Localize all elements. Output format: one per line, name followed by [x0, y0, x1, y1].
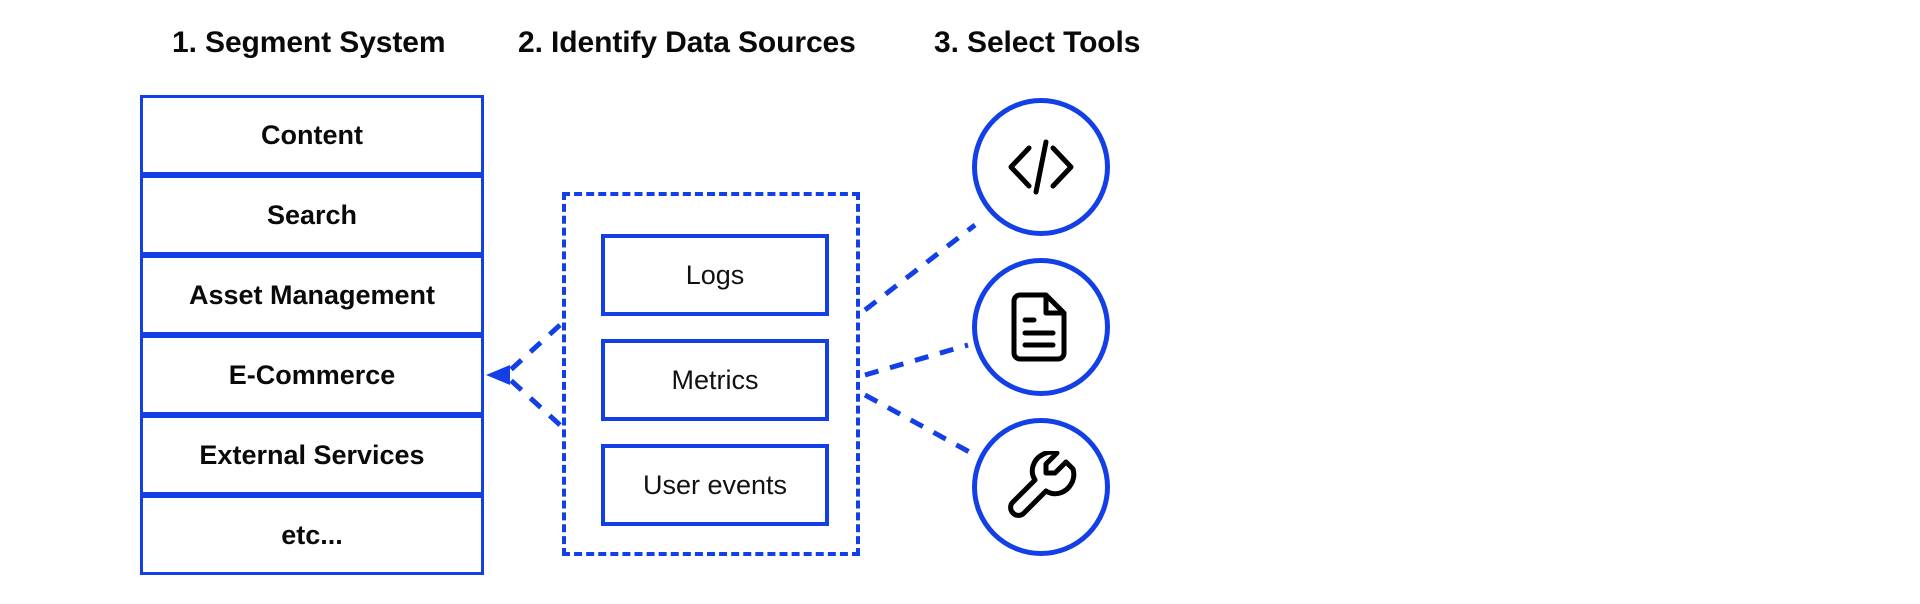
connector-sources-to-wrench — [863, 392, 977, 458]
column-heading-select-tools: 3. Select Tools — [934, 26, 1141, 59]
segment-item-label: Search — [266, 199, 358, 230]
segment-item-etc: etc... — [140, 495, 484, 575]
data-source-label: Metrics — [671, 364, 759, 395]
segment-item-external-services: External Services — [140, 415, 484, 495]
segment-item-search: Search — [140, 175, 484, 255]
tool-circle-code — [972, 98, 1110, 236]
segment-item-content: Content — [140, 95, 484, 175]
data-source-user-events: User events — [601, 444, 829, 526]
segment-item-label: Content — [261, 119, 363, 150]
wrench-icon — [1005, 451, 1077, 523]
tool-circle-document — [972, 258, 1110, 396]
segment-item-label: External Services — [199, 439, 425, 470]
data-source-metrics: Metrics — [601, 339, 829, 421]
tool-circle-wrench — [972, 418, 1110, 556]
segment-item-label: Asset Management — [188, 279, 436, 310]
data-sources-list: Logs Metrics User events — [601, 234, 829, 526]
data-source-label: Logs — [685, 259, 745, 290]
document-icon — [1010, 291, 1072, 363]
code-icon — [1005, 136, 1077, 198]
connector-sources-to-document — [864, 342, 969, 378]
connector-sources-to-system — [486, 323, 562, 427]
data-sources-group: Logs Metrics User events — [562, 192, 860, 556]
segment-item-e-commerce: E-Commerce — [140, 335, 484, 415]
segment-item-label: E-Commerce — [228, 359, 396, 390]
data-source-logs: Logs — [601, 234, 829, 316]
data-source-label: User events — [642, 469, 788, 500]
column-heading-identify-data-sources: 2. Identify Data Sources — [518, 26, 856, 59]
column-heading-segment-system: 1. Segment System — [172, 26, 446, 59]
segment-system-stack: Content Search Asset Management E-Commer… — [140, 95, 484, 575]
segment-item-asset-management: Asset Management — [140, 255, 484, 335]
segment-item-label: etc... — [281, 519, 343, 550]
connector-sources-to-code — [863, 223, 977, 312]
